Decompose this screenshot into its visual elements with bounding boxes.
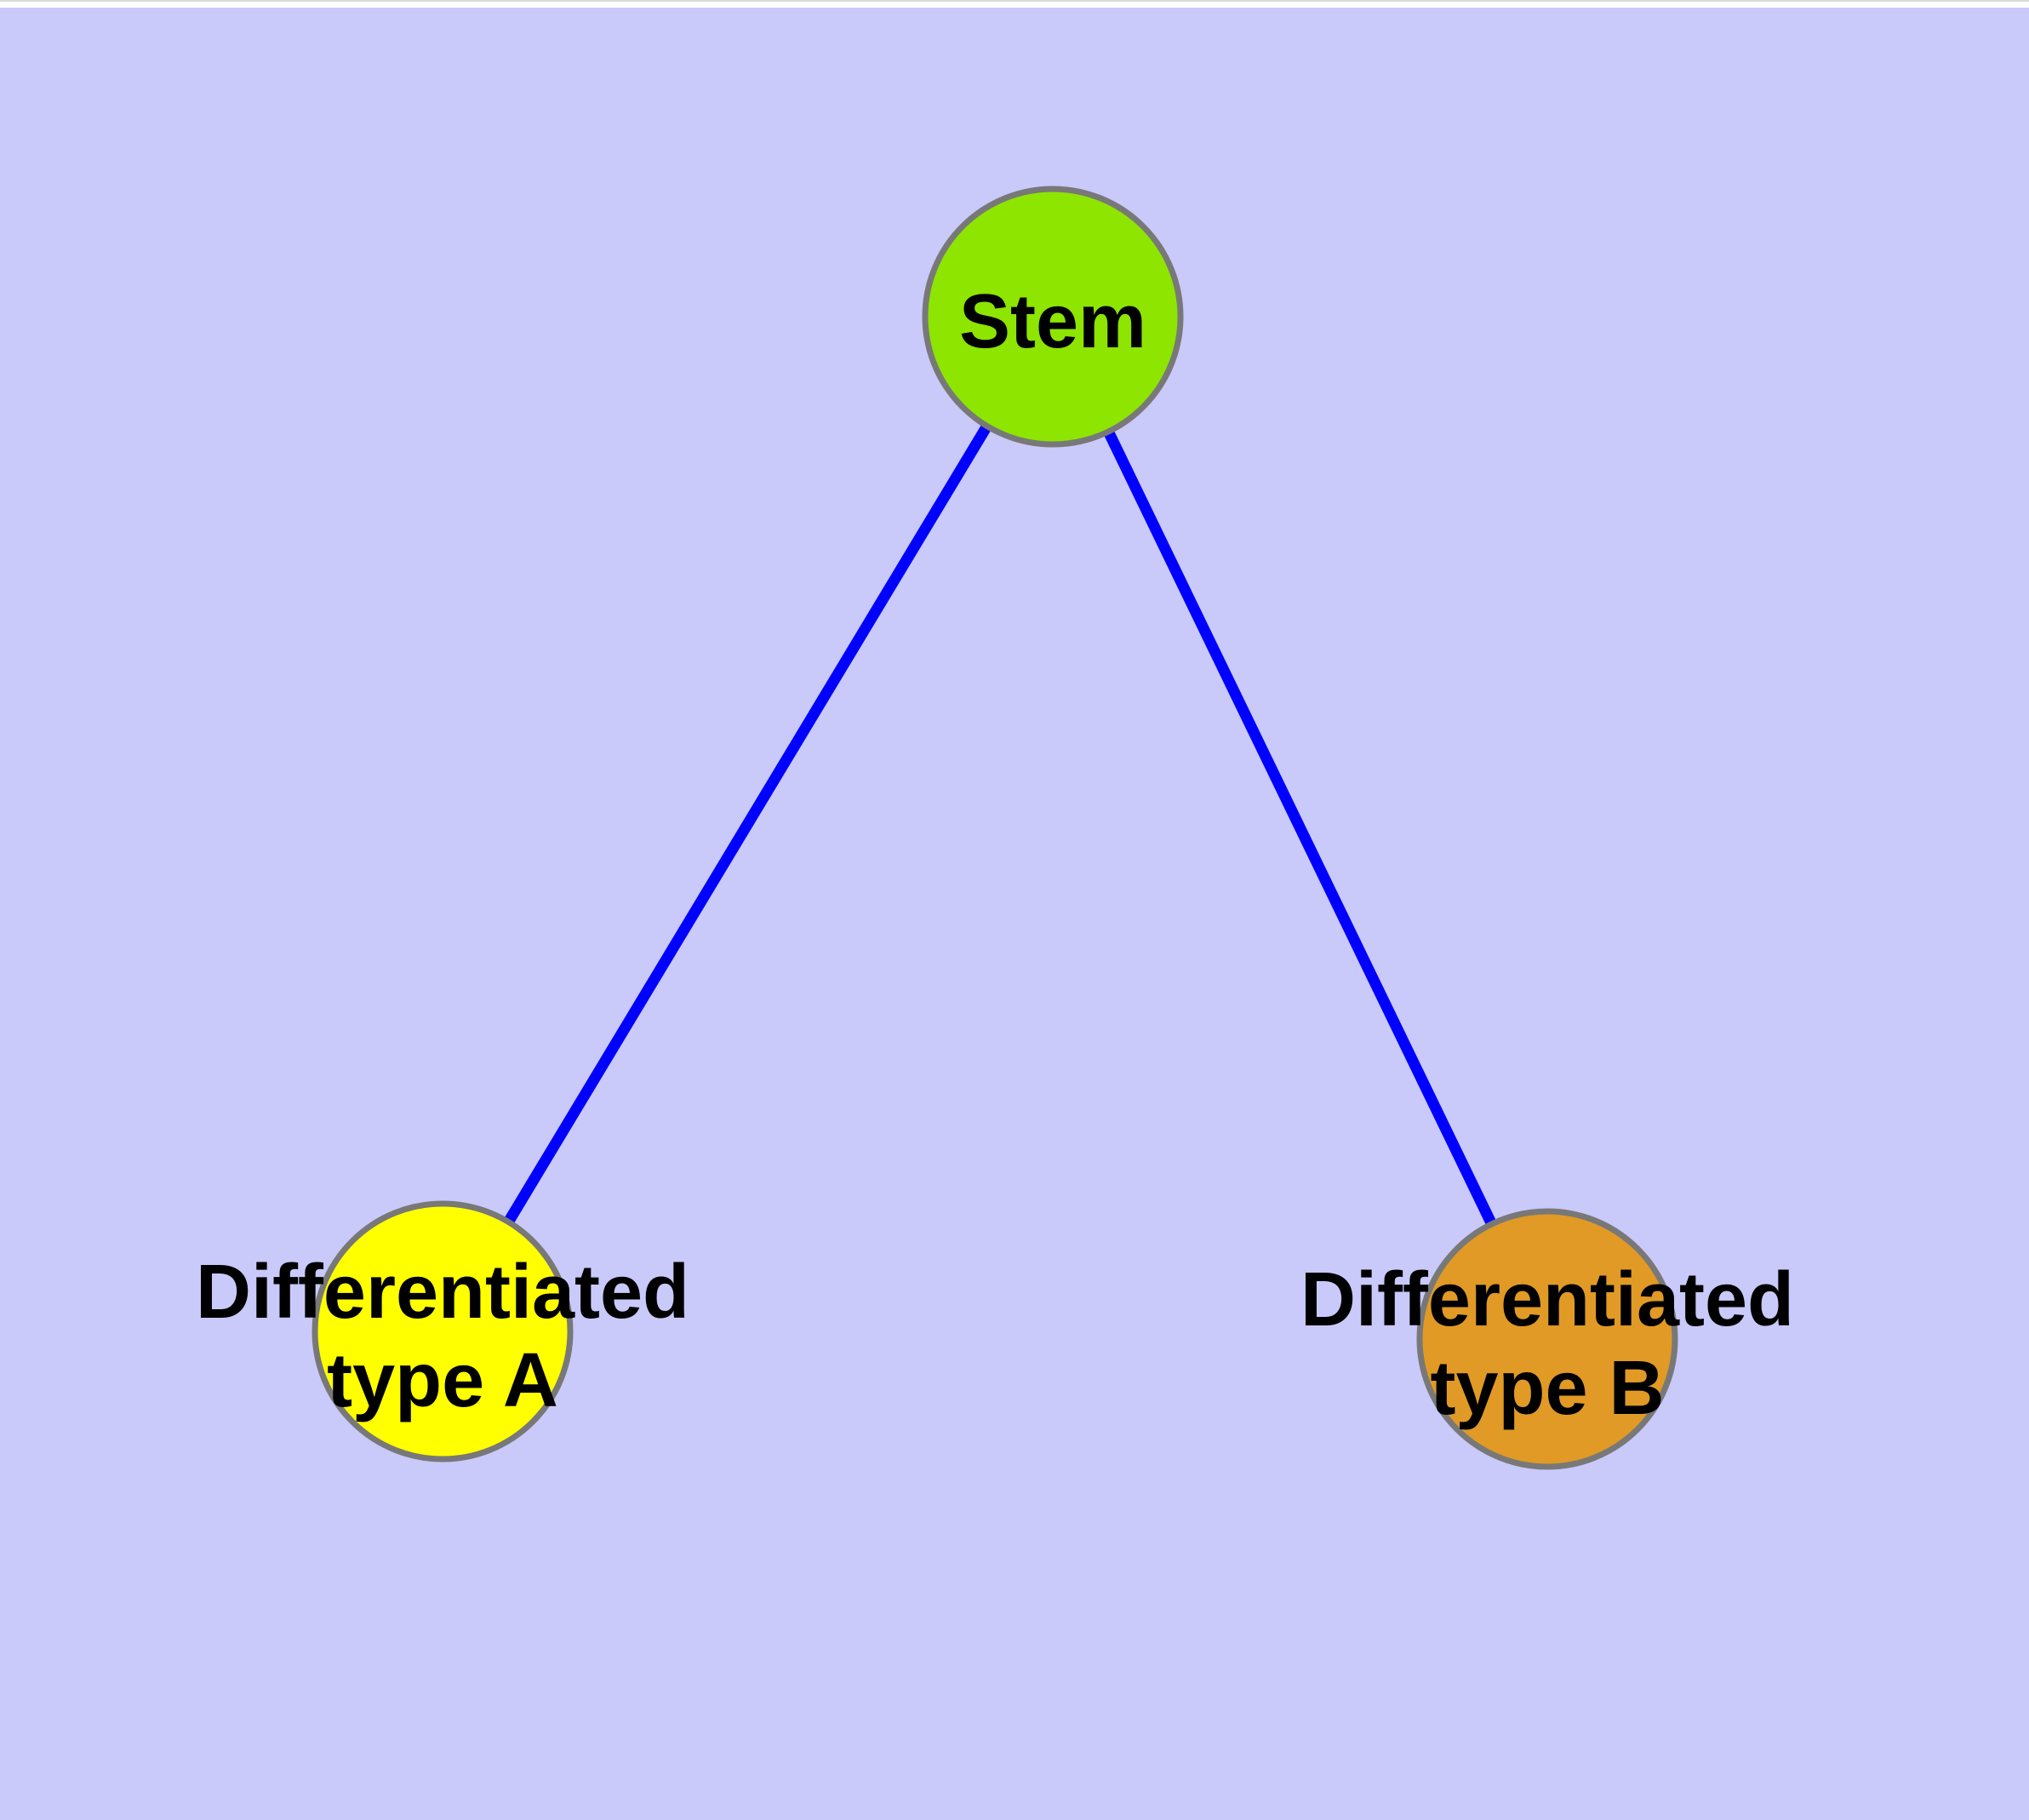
edge-stem-typeA: [437, 313, 1058, 1335]
node-stem-label: Stem: [959, 279, 1146, 364]
node-stem-circle: [922, 186, 1184, 448]
node-typeA-circle: [311, 1200, 574, 1462]
node-typeA-label-line-1: Differentiated: [196, 1250, 689, 1335]
node-stem-label-line-1: Stem: [959, 279, 1146, 364]
node-typeB-circle: [1416, 1208, 1678, 1470]
node-typeB-label-line-1: Differentiated: [1300, 1257, 1794, 1342]
node-typeA-label-line-2: type A: [327, 1338, 558, 1423]
nodes-layer: [311, 186, 1678, 1470]
edges-layer: [437, 313, 1552, 1342]
node-typeB-label-line-2: type B: [1430, 1346, 1664, 1431]
edge-stem-typeB: [1048, 314, 1552, 1342]
top-margin-strip: [0, 0, 2029, 8]
